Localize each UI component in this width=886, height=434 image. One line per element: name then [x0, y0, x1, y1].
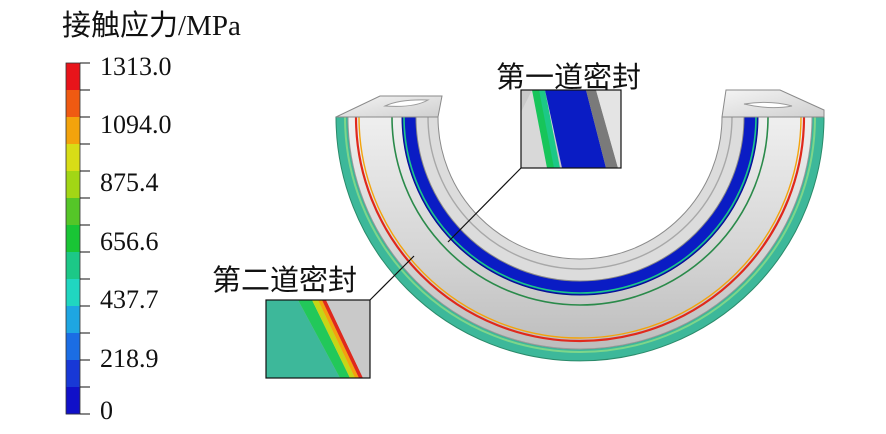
second-seal-zoom-box — [265, 299, 371, 379]
legend-tick-label: 1094.0 — [100, 110, 172, 139]
legend-color-segment — [66, 333, 80, 361]
second-seal-line — [354, 116, 806, 343]
legend-tick-marks — [80, 62, 90, 415]
legend-color-segment — [66, 198, 80, 226]
first-seal-zoom-box — [520, 89, 622, 169]
legend-tick-label: 875.4 — [100, 168, 159, 197]
legend-tick-label: 0 — [100, 396, 113, 425]
first-seal-leader — [447, 167, 522, 243]
legend-color-segment — [66, 171, 80, 199]
legend-color-segment — [66, 117, 80, 145]
legend-color-segment — [66, 387, 80, 415]
legend-color-segment — [66, 225, 80, 253]
legend-color-segment — [66, 360, 80, 388]
legend-tick-label: 437.7 — [100, 285, 159, 314]
legend-color-segment — [66, 252, 80, 280]
legend-color-bar — [65, 62, 81, 415]
legend-title: 接触应力/MPa — [62, 10, 241, 42]
seal-ring — [335, 89, 825, 362]
legend-tick-label: 656.6 — [100, 227, 159, 256]
second-seal-leader — [369, 255, 415, 301]
legend-color-segment — [66, 144, 80, 172]
legend-tick-label: 1313.0 — [100, 52, 172, 81]
legend-color-segment — [66, 90, 80, 118]
legend-color-segment — [66, 279, 80, 307]
first-seal-label: 第一道密封 — [496, 62, 642, 94]
legend-color-segment — [66, 306, 80, 334]
legend-tick-label: 218.9 — [100, 344, 159, 373]
legend-bar-frame — [65, 62, 81, 415]
legend-color-segment — [66, 63, 80, 91]
inner-lip — [415, 116, 745, 282]
second-seal-label: 第二道密封 — [212, 265, 358, 297]
